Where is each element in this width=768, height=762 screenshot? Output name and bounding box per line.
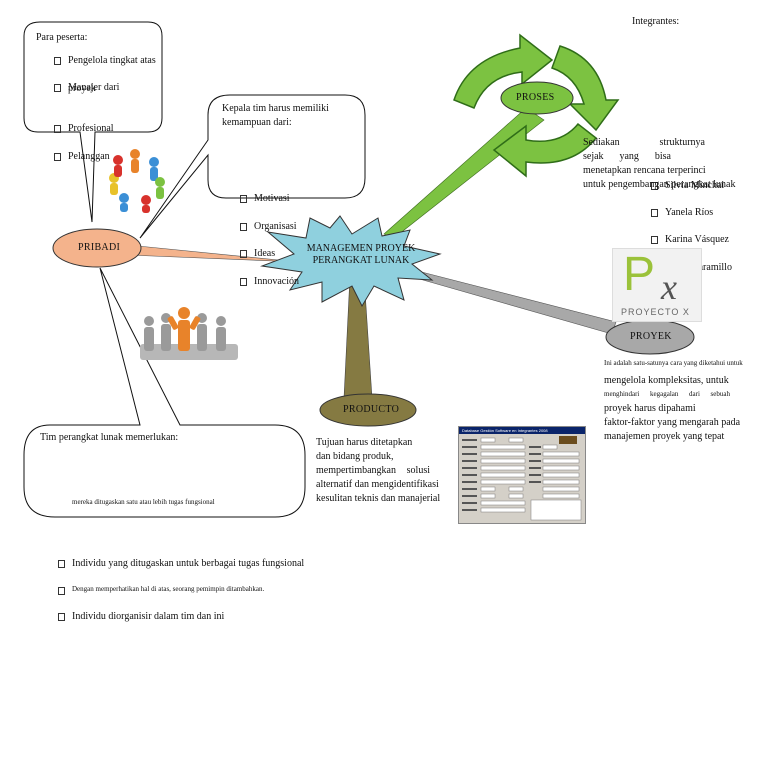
logo-caption: PROYECTO X <box>621 307 690 317</box>
participants-bubble <box>23 21 163 223</box>
team-people-icon <box>140 307 238 360</box>
node-proyek: PROYEK <box>630 331 672 342</box>
proses-word: strukturnya <box>659 137 705 148</box>
member-name: Karina Vásquez <box>649 233 768 246</box>
center-title-line1: MANAGEMEN PROYEK <box>306 243 416 254</box>
members-title: Integrantes: <box>632 16 680 27</box>
participant-item: Pelanggan <box>52 150 768 163</box>
software-form-thumbnail: Database Gestión Software en Integrantes… <box>458 426 586 524</box>
participant-item: Pengelola tingkat atas <box>52 54 768 67</box>
proses-text-line4: untuk pengembangan perangkat lunak <box>583 179 736 190</box>
center-title: MANAGEMEN PROYEK PERANGKAT LUNAK <box>296 243 426 267</box>
leader-title-line2: kemampuan dari: <box>222 117 292 128</box>
team-item: Dengan memperhatikan hal di atas, seoran… <box>56 584 768 595</box>
member-name: Yanela Ríos <box>649 206 768 219</box>
center-star <box>260 215 442 308</box>
producto-text-line3: mempertimbangkan solusi <box>316 465 430 476</box>
cycle-arrows-icon <box>453 33 620 178</box>
node-producto: PRODUCTO <box>343 404 400 415</box>
proyek-text-small: Ini adalah satu-satunya cara yang diketa… <box>604 359 743 367</box>
proses-word: sejak <box>583 151 604 162</box>
producto-text-line1: Tujuan harus ditetapkan <box>316 437 413 448</box>
people-circle-icon <box>109 149 165 213</box>
proyek-text-line4: faktor-faktor yang mengarah pada <box>604 417 741 428</box>
proses-word: bisa <box>654 151 671 162</box>
proyek-text-line2: menghindari kegagalan dari sebuah <box>604 390 730 398</box>
center-title-line2: PERANGKAT LUNAK <box>312 255 410 266</box>
participant-item: Profesional <box>52 122 768 135</box>
proses-word: yang <box>619 151 639 162</box>
node-proses-shape <box>500 81 574 115</box>
leader-skill: Organisasi <box>238 220 768 233</box>
team-item: Individu yang ditugaskan untuk berbagai … <box>56 557 768 570</box>
form-fields <box>462 436 582 521</box>
proyek-text-line5: manajemen proyek yang tepat <box>604 431 725 442</box>
logo-sub: x <box>661 267 677 307</box>
leader-title-line1: Kepala tim harus memiliki <box>222 103 329 114</box>
producto-text-line5: kesulitan teknis dan manajerial <box>316 493 441 504</box>
producto-text-line2: dan bidang produk, <box>316 451 394 462</box>
member-name: Silvia Minchai <box>649 179 768 192</box>
leader-skill: Motivasi <box>238 192 768 205</box>
team-bubble <box>23 267 306 518</box>
proses-word: Sediakan <box>583 137 620 148</box>
leader-skill: Innovación <box>238 275 768 288</box>
team-item-continued: mereka ditugaskan satu atau lebih tugas … <box>72 498 215 506</box>
node-producto-shape <box>319 393 417 427</box>
proyek-text-line1: mengelola kompleksitas, untuk <box>604 375 729 386</box>
proses-text-line3: menetapkan rencana terperinci <box>583 165 706 176</box>
proyek-text-line3: proyek harus dipahami <box>604 403 696 414</box>
team-item: Individu diorganisir dalam tim dan ini <box>56 610 768 623</box>
leader-bubble <box>139 94 366 239</box>
node-proses: PROSES <box>516 92 555 103</box>
logo-mark: P <box>623 248 656 301</box>
proses-text-line1: Sediakan strukturnya <box>583 136 705 149</box>
proyecto-x-logo: P x PROYECTO X <box>612 248 702 322</box>
node-pribadi: PRIBADI <box>78 242 121 253</box>
proses-text-line2: sejak yang bisa <box>583 150 671 163</box>
leader-skill: Ideas <box>238 247 768 260</box>
producto-text-line4: alternatif dan mengidentifikasi <box>316 479 439 490</box>
form-title-bar: Database Gestión Software en Integrantes… <box>459 427 585 434</box>
node-pribadi-shape <box>52 228 142 268</box>
team-title: Tim perangkat lunak memerlukan: <box>40 432 179 443</box>
participants-title: Para peserta: <box>36 32 88 43</box>
participant-item: Manajer dari <box>52 81 768 94</box>
participant-item-continued: proyek <box>68 83 96 94</box>
